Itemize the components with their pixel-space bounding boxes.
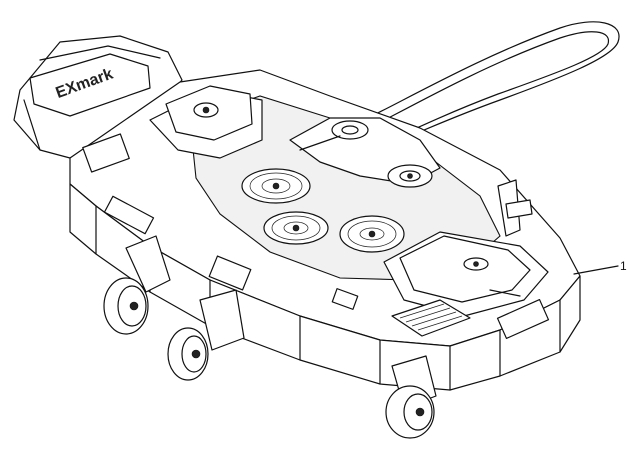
caster-wheel-left-front bbox=[167, 289, 245, 381]
pulley-center bbox=[263, 211, 329, 245]
brand-decal: EXmark bbox=[29, 53, 151, 117]
idler-assembly bbox=[289, 117, 441, 188]
callout-1-number: 1 bbox=[620, 259, 627, 273]
drive-belt bbox=[337, 21, 620, 151]
caster-wheel-right-front bbox=[385, 355, 437, 439]
right-spindle-cover bbox=[383, 231, 549, 317]
decals bbox=[82, 133, 550, 340]
right-bracket bbox=[497, 179, 533, 237]
caster-wheel-left-rear bbox=[103, 235, 171, 335]
front-vent bbox=[391, 299, 471, 337]
pulley-right bbox=[339, 215, 405, 253]
left-spindle-cover bbox=[149, 85, 263, 159]
pulley-left bbox=[241, 168, 311, 204]
callout-1: 1 bbox=[573, 259, 627, 275]
